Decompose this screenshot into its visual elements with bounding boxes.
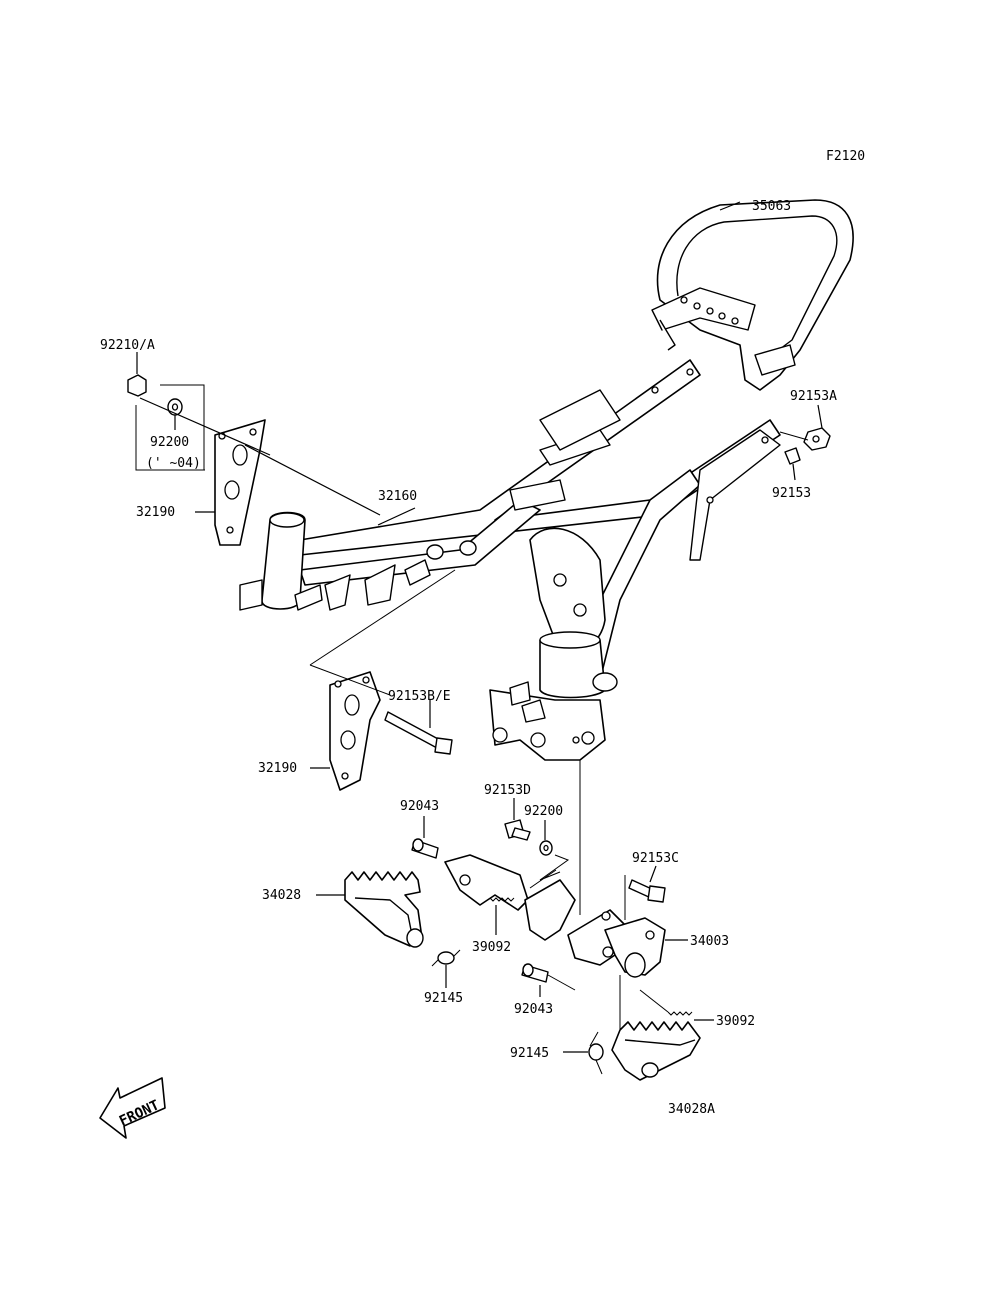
engine-bracket-32190-bottom bbox=[329, 671, 381, 791]
pin-92043-bottom bbox=[521, 963, 549, 983]
label-92200: 92200 bbox=[150, 435, 189, 450]
label-92200-note: (' ~04) bbox=[146, 456, 201, 471]
figure-code: F2120 bbox=[826, 149, 865, 164]
footpeg-bracket-34003 bbox=[604, 917, 666, 978]
spring-39092-left bbox=[489, 897, 515, 902]
frame-32160 bbox=[239, 359, 781, 761]
washer-92200 bbox=[167, 398, 183, 416]
footpeg-bracket bbox=[444, 854, 626, 966]
label-32190-bottom: 32190 bbox=[258, 761, 297, 776]
bolt-92153 bbox=[784, 447, 801, 465]
label-92043-bottom: 92043 bbox=[514, 1002, 553, 1017]
front-arrow-icon: FRONT bbox=[99, 1077, 166, 1139]
rear-carrier-35063 bbox=[651, 199, 854, 391]
clip-92145-left bbox=[431, 949, 461, 967]
bolt-92153D bbox=[504, 819, 531, 841]
label-92145-left: 92145 bbox=[424, 991, 463, 1006]
washer-92200-lower bbox=[539, 840, 553, 856]
label-92153C: 92153C bbox=[632, 851, 679, 866]
footpeg-34028A bbox=[611, 1021, 701, 1081]
label-34028: 34028 bbox=[262, 888, 301, 903]
label-92153A: 92153A bbox=[790, 389, 837, 404]
footpeg-34028 bbox=[344, 871, 424, 948]
label-39092-left: 39092 bbox=[472, 940, 511, 955]
label-32190-top: 32190 bbox=[136, 505, 175, 520]
bolt-92153A bbox=[803, 427, 831, 451]
nut-92210A bbox=[127, 374, 147, 397]
label-92153: 92153 bbox=[772, 486, 811, 501]
label-32160: 32160 bbox=[378, 489, 417, 504]
clip-92145-bottom bbox=[588, 1031, 604, 1075]
label-34003: 34003 bbox=[690, 934, 729, 949]
label-35063: 35063 bbox=[752, 199, 791, 214]
bolt-92153BE bbox=[384, 711, 453, 755]
label-92210A: 92210/A bbox=[100, 338, 155, 353]
label-39092-right: 39092 bbox=[716, 1014, 755, 1029]
label-34028A: 34028A bbox=[668, 1102, 715, 1117]
label-92043-top: 92043 bbox=[400, 799, 439, 814]
bolt-92153C bbox=[628, 879, 666, 903]
label-92153D: 92153D bbox=[484, 783, 531, 798]
label-92145-bottom: 92145 bbox=[510, 1046, 549, 1061]
label-92200-lower: 92200 bbox=[524, 804, 563, 819]
spring-39092-right bbox=[667, 1011, 693, 1016]
pin-92043-top bbox=[411, 838, 439, 859]
engine-bracket-32190-top bbox=[214, 419, 266, 546]
label-92153BE: 92153B/E bbox=[388, 689, 451, 704]
